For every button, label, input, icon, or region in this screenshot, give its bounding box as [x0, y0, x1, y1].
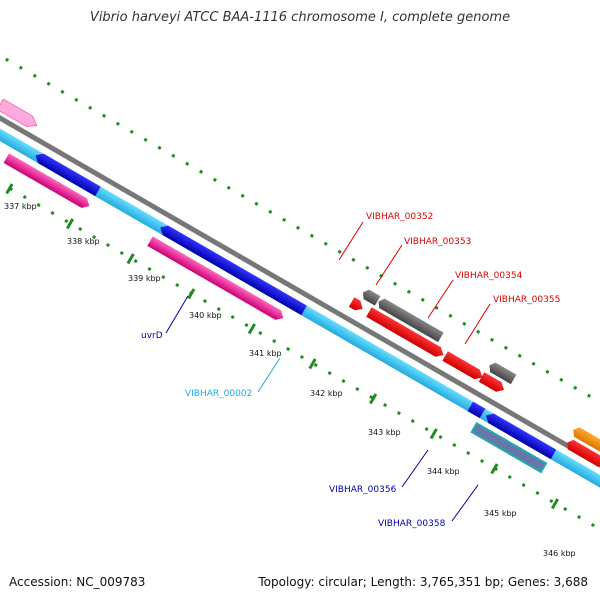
- leader-line: [427, 279, 454, 319]
- pink-gene-2: [147, 236, 284, 320]
- blue-gene-3: [485, 413, 557, 460]
- leader-line: [401, 449, 429, 488]
- tick-label: 343 kbp: [368, 428, 401, 437]
- tick-label: 345 kbp: [484, 509, 517, 518]
- major-tick: [247, 323, 256, 335]
- gene-label-vibhar-00352[interactable]: VIBHAR_00352: [366, 212, 433, 222]
- teal-gene: [470, 421, 548, 474]
- orange-gene: [573, 427, 600, 456]
- tick-label: 346 kbp: [543, 549, 576, 558]
- uvrD-gene: [160, 225, 307, 316]
- gene-light-pink: [0, 98, 38, 128]
- blue-gene-1: [35, 153, 101, 197]
- tick-label: 341 kbp: [249, 349, 282, 358]
- gray-gene-3: [489, 362, 517, 385]
- map-title: Vibrio harveyi ATCC BAA-1116 chromosome …: [89, 10, 511, 25]
- major-tick: [308, 358, 317, 370]
- gene-label-uvrd[interactable]: uvrD: [141, 331, 163, 341]
- major-tick: [187, 288, 196, 300]
- leader-line: [338, 221, 364, 261]
- gene-label-vibhar-00353[interactable]: VIBHAR_00353: [404, 237, 471, 247]
- leader-line: [375, 244, 403, 286]
- topology-summary: Topology: circular; Length: 3,765,351 bp…: [258, 575, 588, 589]
- red-gene-2: [366, 307, 444, 357]
- major-tick: [550, 498, 560, 510]
- gray-gene-2: [378, 298, 444, 343]
- genome-track: [0, 41, 600, 530]
- leader-line: [165, 295, 189, 334]
- major-tick: [65, 218, 75, 230]
- tick-label: 338 kbp: [67, 237, 100, 246]
- leader-line: [451, 484, 479, 522]
- tick-label: 340 kbp: [189, 311, 222, 320]
- gene-label-vibhar-00358[interactable]: VIBHAR_00358: [378, 519, 446, 529]
- tick-label: 339 kbp: [128, 274, 161, 283]
- pink-gene-1: [3, 153, 90, 208]
- accession-text: Accession: NC_009783: [9, 575, 146, 589]
- inner-ruler-dots: [0, 147, 600, 530]
- major-tick: [490, 463, 499, 475]
- red-gene-right: [567, 439, 600, 468]
- major-ticks: [5, 183, 560, 510]
- backbone-line: [0, 97, 600, 482]
- gene-label-vibhar-00356[interactable]: VIBHAR_00356: [329, 485, 397, 495]
- gene-label-vibhar-00355[interactable]: VIBHAR_00355: [493, 295, 560, 305]
- gray-gene-1: [362, 289, 381, 306]
- major-tick: [429, 428, 438, 440]
- gene-label-vibhar-00354[interactable]: VIBHAR_00354: [455, 271, 523, 281]
- blue-gene-2: [467, 401, 486, 419]
- outer-ruler-dots: [0, 41, 600, 435]
- major-tick: [126, 253, 135, 265]
- tick-label: 337 kbp: [4, 202, 37, 211]
- leader-line: [257, 357, 281, 393]
- red-gene-1: [348, 297, 363, 311]
- major-tick: [5, 183, 14, 195]
- tick-label: 344 kbp: [427, 467, 460, 476]
- red-gene-3: [442, 351, 483, 380]
- tick-label: 342 kbp: [310, 389, 343, 398]
- leader-line: [464, 303, 491, 345]
- red-gene-4: [478, 372, 505, 392]
- major-tick: [369, 393, 378, 405]
- gene-label-vibhar-00002[interactable]: VIBHAR_00002: [185, 389, 252, 399]
